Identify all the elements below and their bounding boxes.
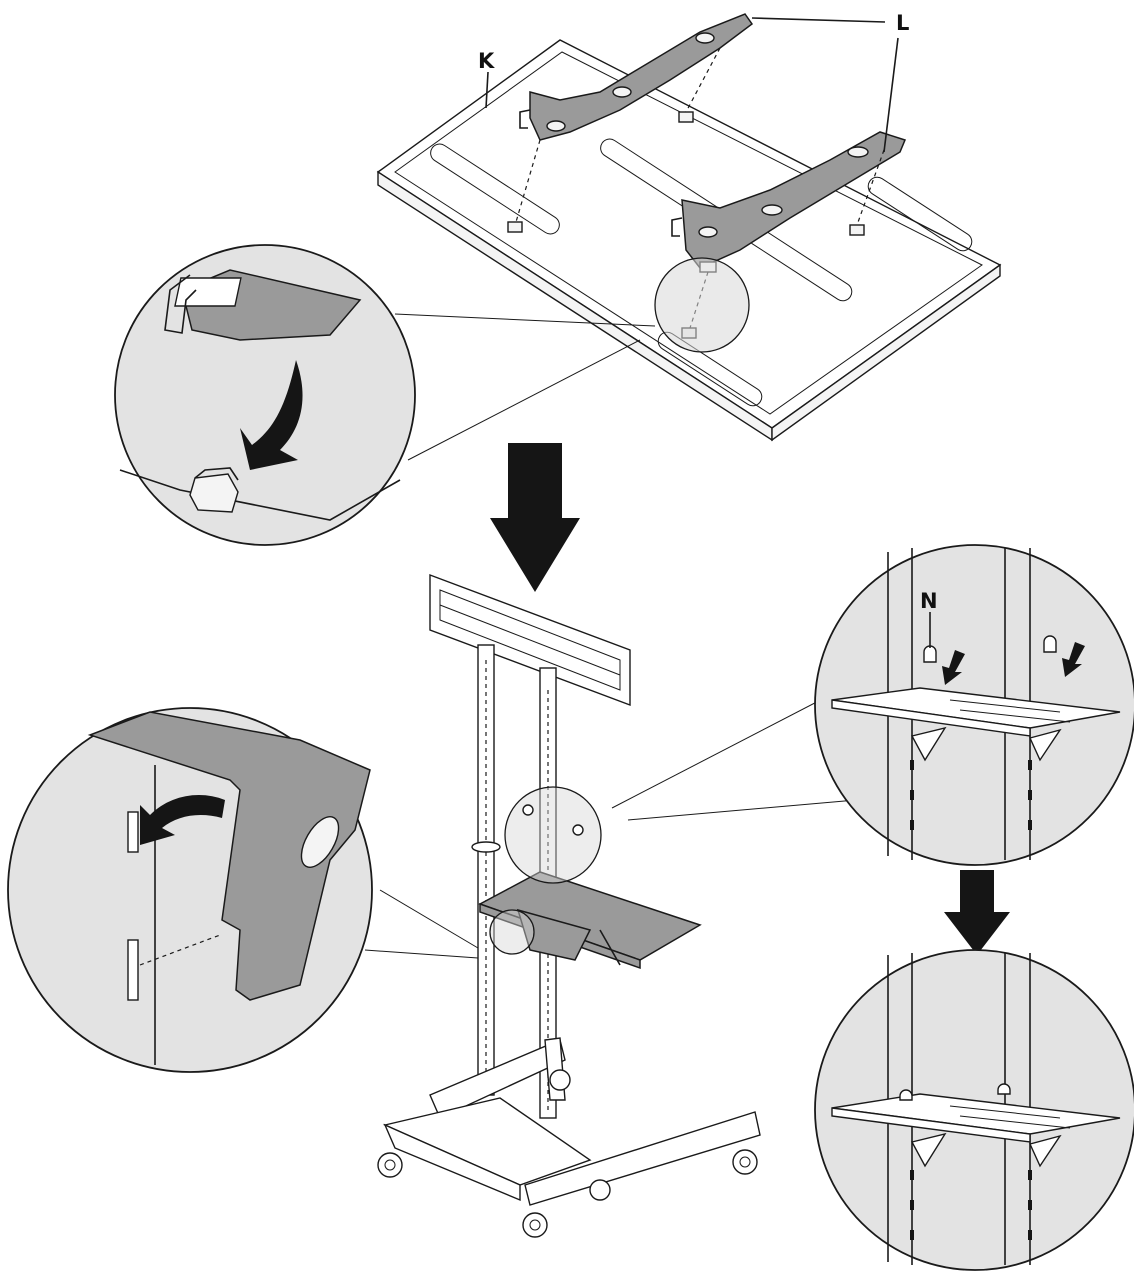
label-K: K — [478, 49, 495, 73]
tv-stand — [377, 573, 761, 1238]
label-L: L — [896, 11, 909, 35]
curved-arrow-icon — [140, 795, 225, 845]
label-N: N — [920, 589, 938, 613]
zoom-shelf-hook — [7, 707, 479, 1073]
bracket-upper — [529, 13, 754, 141]
down-arrow-icon — [944, 870, 1010, 955]
down-arrow-icon — [490, 443, 580, 592]
rotate-arrow-icon — [240, 360, 303, 470]
zoom-shelf-pin: N — [611, 544, 1134, 866]
tv-panel-assembly: K L — [376, 11, 1002, 442]
zoom-bracket-hook — [114, 244, 656, 546]
zoom-shelf-installed — [814, 949, 1134, 1271]
